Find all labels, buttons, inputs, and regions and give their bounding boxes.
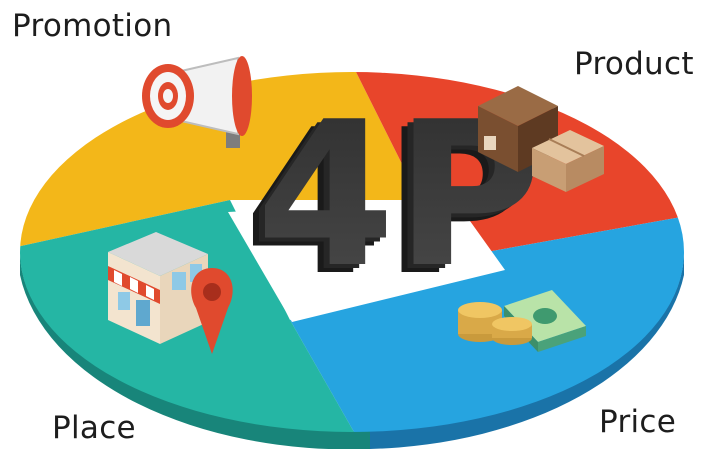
boxes-icon <box>478 86 604 192</box>
label-promotion: Promotion <box>12 8 173 44</box>
money-icon <box>458 290 586 352</box>
center-panel <box>228 200 505 322</box>
label-place: Place <box>52 410 136 446</box>
label-product: Product <box>574 46 694 82</box>
megaphone-icon <box>142 56 252 148</box>
store-location-icon <box>108 232 233 354</box>
label-price: Price <box>599 404 677 440</box>
